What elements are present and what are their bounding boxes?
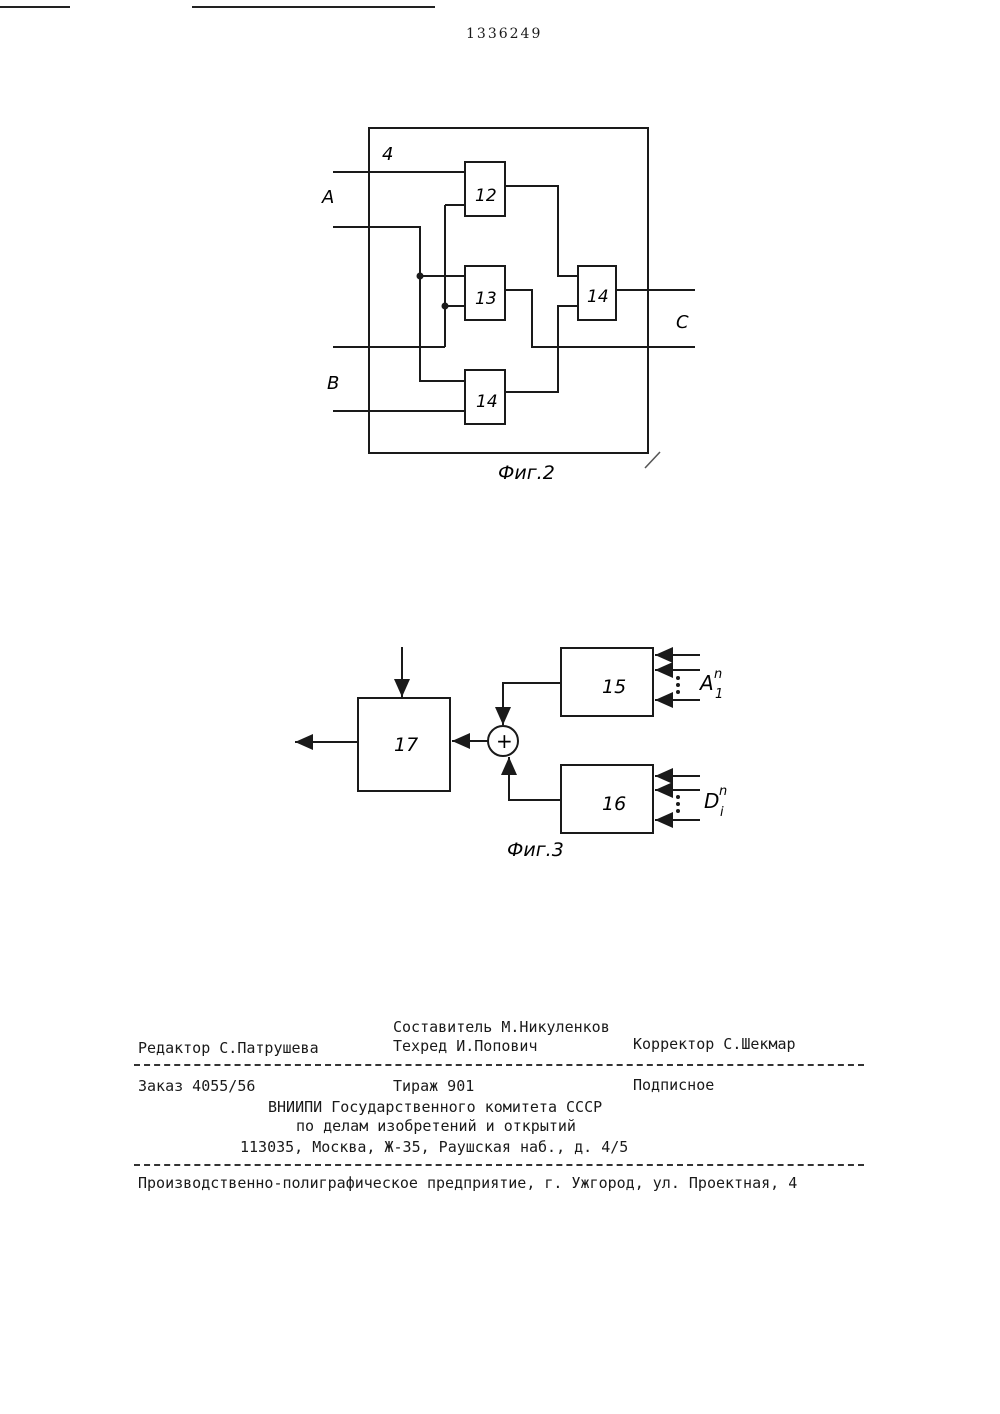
- imprint-corrector: Корректор С.Шекмар: [633, 1035, 796, 1053]
- fig3-input-d-sup: n: [719, 784, 727, 799]
- fig3-block-17-label: 17: [394, 734, 418, 756]
- imprint-subscription: Подписное: [633, 1076, 714, 1094]
- fig3-input-d-label: D: [704, 789, 719, 813]
- imprint-address: 113035, Москва, Ж-35, Раушская наб., д. …: [240, 1138, 628, 1156]
- imprint-compiler: Составитель М.Никуленков: [393, 1018, 610, 1036]
- imprint-divider-2: [134, 1164, 864, 1166]
- fig3-adder-symbol: +: [496, 729, 513, 753]
- imprint-printer: Производственно-полиграфическое предприя…: [138, 1174, 797, 1192]
- fig3-input-a-label: A: [698, 671, 714, 695]
- imprint-circulation: Тираж 901: [393, 1077, 474, 1095]
- imprint-editor: Редактор С.Патрушева: [138, 1039, 319, 1057]
- fig3-input-d-sub: i: [720, 805, 724, 820]
- fig3-caption: Фиг.3: [507, 839, 564, 861]
- fig3-block-16-label: 16: [602, 793, 626, 815]
- fig3-input-a-sub: 1: [715, 687, 723, 702]
- imprint-order: Заказ 4055/56: [138, 1077, 255, 1095]
- imprint-org-line2: по делам изобретений и открытий: [296, 1117, 576, 1135]
- fig3-input-a-sup: n: [714, 667, 722, 682]
- fig3-block-15-label: 15: [602, 676, 626, 698]
- imprint-divider-1: [134, 1064, 864, 1066]
- imprint-techred: Техред И.Попович: [393, 1037, 538, 1055]
- imprint-org-line1: ВНИИПИ Государственного комитета СССР: [268, 1098, 602, 1116]
